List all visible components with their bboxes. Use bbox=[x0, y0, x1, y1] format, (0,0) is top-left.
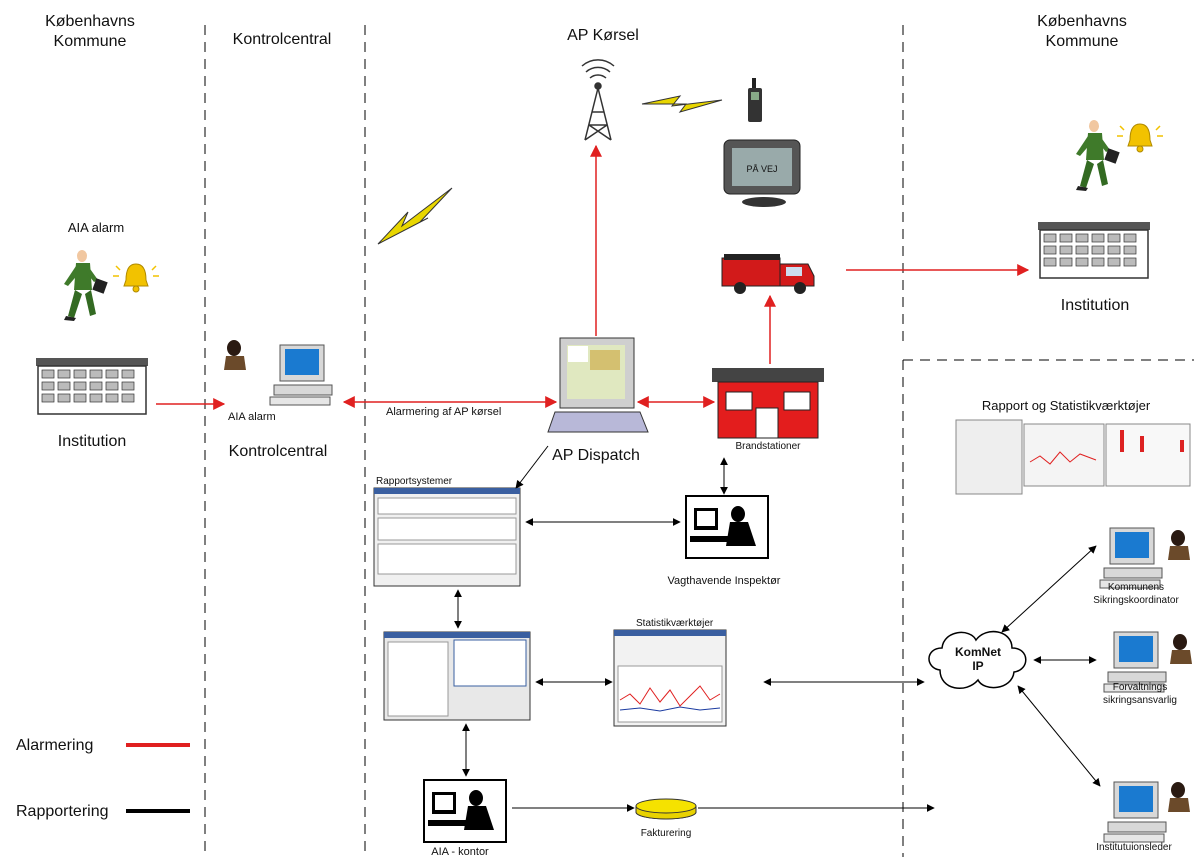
zone-title-control-center: Kontrolcentral bbox=[233, 31, 332, 48]
fakturering-label: Fakturering bbox=[641, 828, 692, 839]
report-arrows bbox=[454, 445, 1101, 812]
legend: Alarmering Rapportering bbox=[16, 737, 190, 820]
institution-building-left-icon bbox=[35, 357, 149, 415]
institution-leader-user-icon bbox=[1168, 782, 1190, 812]
institution-building-right-icon bbox=[1037, 221, 1151, 279]
control-center-pc-icon bbox=[269, 344, 333, 406]
institution-leader-pc-icon bbox=[1103, 781, 1167, 843]
komnet-cloud-icon bbox=[928, 630, 1027, 689]
report-statistics-screenshots bbox=[955, 419, 1191, 495]
ap-dispatch-label: AP Dispatch bbox=[552, 447, 640, 464]
institutionsleder-label: Institutuionsleder bbox=[1096, 842, 1172, 853]
duty-inspector-icon bbox=[685, 495, 769, 559]
zone-dividers bbox=[204, 25, 1194, 857]
legend-rapportering-label: Rapportering bbox=[16, 803, 109, 820]
handheld-radio-icon bbox=[748, 78, 762, 122]
forvaltning-user-icon bbox=[1170, 634, 1192, 664]
aia-kontor-label: AIA - kontor bbox=[431, 846, 489, 857]
rapportsystemer-label: Rapportsystemer bbox=[376, 476, 453, 487]
lightning-icon bbox=[377, 187, 453, 245]
kontrolcentral-label: Kontrolcentral bbox=[229, 443, 328, 460]
alarm-bell-right-icon bbox=[1116, 123, 1164, 153]
alarm-arrows bbox=[156, 144, 1030, 410]
legend-alarmering-label: Alarmering bbox=[16, 737, 93, 754]
vagthavende-label: Vagthavende Inspektør bbox=[668, 575, 781, 587]
vehicle-display-icon: PÅ VEJ bbox=[723, 139, 801, 207]
brandstationer-label: Brandstationer bbox=[735, 441, 801, 452]
aia-office-icon bbox=[423, 779, 507, 843]
alarm-bell-icon bbox=[112, 263, 160, 293]
billing-database-icon bbox=[635, 798, 697, 820]
zone-title-ap-korsel: AP Kørsel bbox=[567, 27, 639, 44]
device-screen-text: PÅ VEJ bbox=[746, 164, 777, 174]
radio-tower-icon bbox=[581, 59, 615, 141]
coordinator-user-icon bbox=[1168, 530, 1190, 560]
secondary-report-screenshot bbox=[383, 631, 531, 721]
rapport-statistik-label: Rapport og Statistikværktøjer bbox=[982, 398, 1151, 413]
fire-station-icon bbox=[712, 368, 824, 439]
fire-truck-icon bbox=[721, 254, 815, 294]
running-man-right-icon bbox=[1076, 120, 1120, 191]
institution-label-left: Institution bbox=[58, 433, 126, 450]
aia-alarm-pc-label: AIA alarm bbox=[228, 411, 276, 423]
lightning-icon-top bbox=[641, 95, 723, 113]
alarmering-af-ap-label: Alarmering af AP kørsel bbox=[386, 406, 501, 418]
coordinator-pc-icon bbox=[1099, 527, 1163, 589]
report-system-screenshot bbox=[373, 487, 521, 587]
operator-phone-icon bbox=[224, 340, 246, 370]
running-man-icon bbox=[64, 250, 108, 321]
ap-dispatch-computer-icon bbox=[547, 337, 649, 433]
statistikvaerktojer-label: Statistikværktøjer bbox=[636, 618, 714, 629]
institution-label-right: Institution bbox=[1061, 297, 1129, 314]
statistics-tool-screenshot bbox=[613, 629, 727, 727]
aia-alarm-label: AIA alarm bbox=[68, 220, 124, 235]
